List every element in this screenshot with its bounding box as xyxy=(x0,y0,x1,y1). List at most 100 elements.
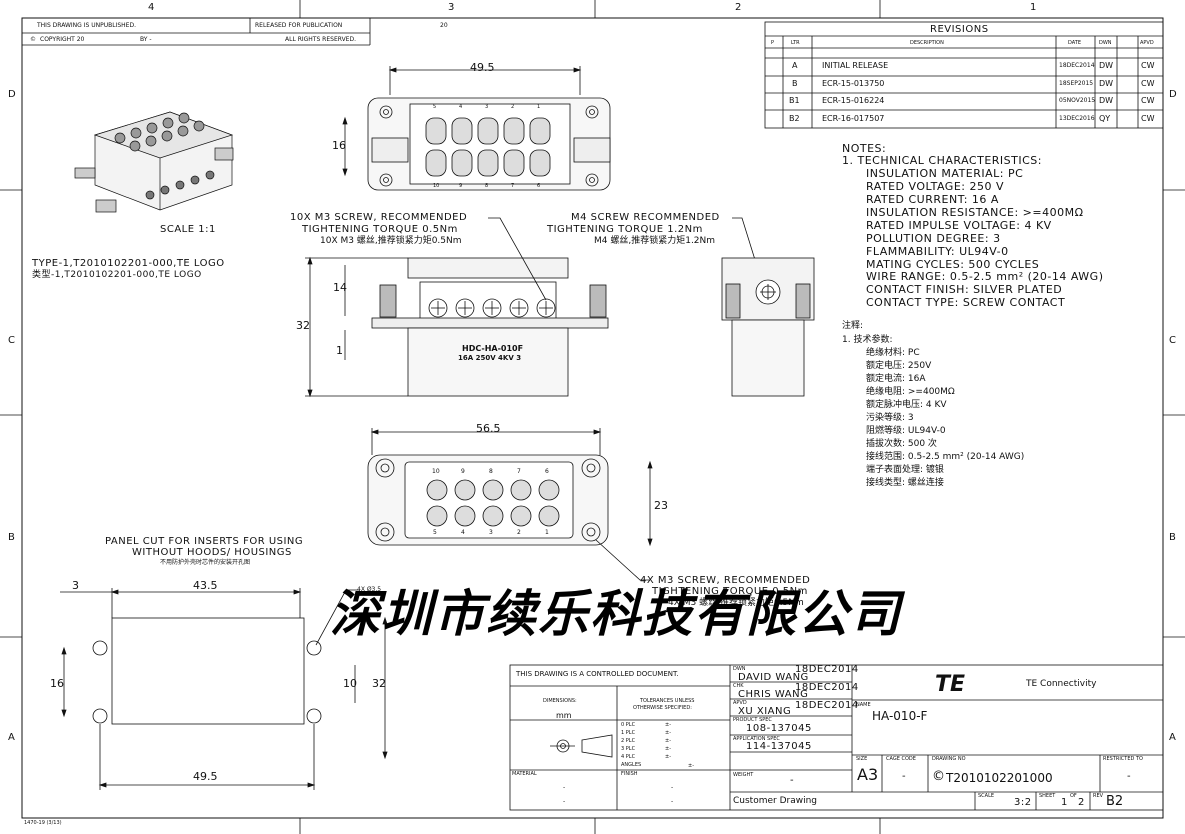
rev-row-desc: ECR-15-013750 xyxy=(822,79,885,88)
rev-header-ltr: LTR xyxy=(791,40,800,46)
callout-m3-line1: 10X M3 SCREW, RECOMMENDED xyxy=(290,212,468,223)
pin-number: 8 xyxy=(485,183,489,189)
finish-value: - xyxy=(671,784,674,791)
sheet-label: SHEET xyxy=(1039,793,1056,799)
type-label-en: TYPE-1,T2010102201-000,TE LOGO xyxy=(32,258,225,269)
tol-symbol: ±- xyxy=(665,738,671,744)
of-value: 2 xyxy=(1078,797,1085,808)
zone-top-4: 4 xyxy=(148,2,155,13)
form-number: 1470-19 (3/13) xyxy=(24,820,62,826)
dwn-label: DWN xyxy=(733,666,746,672)
tol-symbol: ±- xyxy=(665,730,671,736)
dwn-name: DAVID WANG xyxy=(738,672,809,683)
rev-row-date: 13DEC2016 xyxy=(1059,115,1095,122)
dim-side-14: 14 xyxy=(333,281,347,294)
note-line: WIRE RANGE: 0.5-2.5 mm² (20-14 AWG) xyxy=(866,270,1104,283)
drawing-number: T2010102201000 xyxy=(946,771,1053,785)
dim-top-height: 16 xyxy=(332,139,346,152)
product-spec: 108-137045 xyxy=(746,723,812,734)
restricted-value: - xyxy=(1127,771,1132,782)
dim-top-width: 49.5 xyxy=(470,61,495,74)
finish-label: FINISH xyxy=(621,771,638,777)
rights-note: ALL RIGHTS RESERVED. xyxy=(285,36,357,43)
pin-number: 9 xyxy=(461,468,465,475)
cage-label: CAGE CODE xyxy=(886,756,916,762)
panel-dim-43-5: 43.5 xyxy=(193,579,218,592)
of-label: OF xyxy=(1070,793,1077,799)
weight-label: WEIGHT xyxy=(733,772,754,778)
drawing-name: HA-010-F xyxy=(872,709,928,723)
note-cn-line: 绝缘电阻: >=400MΩ xyxy=(866,387,955,397)
pin-number: 6 xyxy=(545,468,549,475)
rev-row-desc: ECR-16-017507 xyxy=(822,114,885,123)
tol-row: 1 PLC xyxy=(621,730,636,736)
rev-row-dwn: DW xyxy=(1099,79,1114,88)
tol-symbol: ±- xyxy=(665,754,671,760)
name-label: NAME xyxy=(856,702,871,708)
note-cn-line: 1. 技术参数: xyxy=(842,335,893,345)
rev-row-ltr: B1 xyxy=(789,96,800,105)
customer-drawing: Customer Drawing xyxy=(733,796,818,806)
rev-row-ltr: B2 xyxy=(789,114,800,123)
copyright-mark-icon: © xyxy=(932,769,945,784)
rev-row-date: 18DEC2014 xyxy=(1059,62,1095,69)
panel-dim-49-5: 49.5 xyxy=(193,770,218,783)
note-cn-line: 接线范围: 0.5-2.5 mm² (20-14 AWG) xyxy=(866,452,1025,462)
note-cn-line: 额定电压: 250V xyxy=(866,361,932,371)
rev-row-date: 18SEP2015 xyxy=(1059,80,1094,87)
scale-title-label: SCALE xyxy=(978,793,995,799)
note-cn-line: 额定电流: 16A xyxy=(866,374,926,384)
panel-title-cn: 不用防护外壳时芯件的安装开孔图 xyxy=(160,559,251,566)
sheet-value: 1 xyxy=(1061,797,1068,808)
tolerances-line1: TOLERANCES UNLESS xyxy=(640,698,695,704)
rev-row-apvd: CW xyxy=(1141,79,1155,88)
note-line: 1. TECHNICAL CHARACTERISTICS: xyxy=(842,154,1042,167)
tol-row: 3 PLC xyxy=(621,746,636,752)
panel-title-line1: PANEL CUT FOR INSERTS FOR USING xyxy=(105,536,304,547)
company-name: TE Connectivity xyxy=(1026,679,1097,689)
callout-4x-line2: TIGHTENING TORQUE 0.5Nm xyxy=(652,586,808,597)
scale-label: SCALE 1:1 xyxy=(160,224,216,235)
cage-code: - xyxy=(902,771,907,782)
pin-number: 3 xyxy=(485,104,489,110)
pin-number: 4 xyxy=(461,529,465,536)
note-cn-line: 污染等级: 3 xyxy=(866,413,914,423)
tol-row: ANGLES xyxy=(621,762,642,768)
rev-row-ltr: A xyxy=(792,61,798,70)
note-line: NOTES: xyxy=(842,142,887,155)
callout-4x-line1: 4X M3 SCREW, RECOMMENDED xyxy=(640,575,811,586)
rev-header-apvd: APVD xyxy=(1140,40,1154,46)
dim-bottom-height: 23 xyxy=(654,499,668,512)
copyright-symbol: © xyxy=(30,36,36,43)
rev-header-dwn: DWN xyxy=(1099,40,1112,46)
tol-symbol: ±- xyxy=(665,722,671,728)
application-spec: 114-137045 xyxy=(746,741,812,752)
pin-number: 6 xyxy=(537,183,541,189)
restricted-label: RESTRICTED TO xyxy=(1103,756,1143,762)
rev-label: REV xyxy=(1093,793,1104,799)
rev-row-dwn: QY xyxy=(1099,114,1111,123)
rev-header-desc: DESCRIPTION xyxy=(910,40,944,46)
note-line: CONTACT TYPE: SCREW CONTACT xyxy=(866,296,1066,309)
callout-m3-cn: 10X M3 螺丝,推荐锁紧力矩0.5Nm xyxy=(320,236,462,246)
dimensions-unit: mm xyxy=(556,711,572,720)
pin-number: 5 xyxy=(433,104,437,110)
unpublished-note: THIS DRAWING IS UNPUBLISHED. xyxy=(37,22,136,29)
note-line: RATED CURRENT: 16 A xyxy=(866,193,999,206)
dim-bottom-width: 56.5 xyxy=(476,422,501,435)
apvd-label: APVD xyxy=(733,700,747,706)
tol-symbol: ±- xyxy=(688,763,694,769)
panel-title-line2: WITHOUT HOODS/ HOUSINGS xyxy=(132,547,292,558)
callout-m4-line1: M4 SCREW RECOMMENDED xyxy=(571,212,720,223)
note-line: FLAMMABILITY: UL94V-0 xyxy=(866,245,1009,258)
material-value: - xyxy=(563,784,566,791)
note-cn-line: 绝缘材料: PC xyxy=(866,348,920,358)
zone-left-a: A xyxy=(8,732,15,743)
panel-dim-3: 3 xyxy=(72,579,79,592)
pin-number: 7 xyxy=(511,183,515,189)
chk-date: 18DEC2014 xyxy=(795,682,859,693)
size-label: SIZE xyxy=(856,756,868,762)
pin-number: 2 xyxy=(517,529,521,536)
copyright-note: COPYRIGHT 20 xyxy=(40,36,85,43)
